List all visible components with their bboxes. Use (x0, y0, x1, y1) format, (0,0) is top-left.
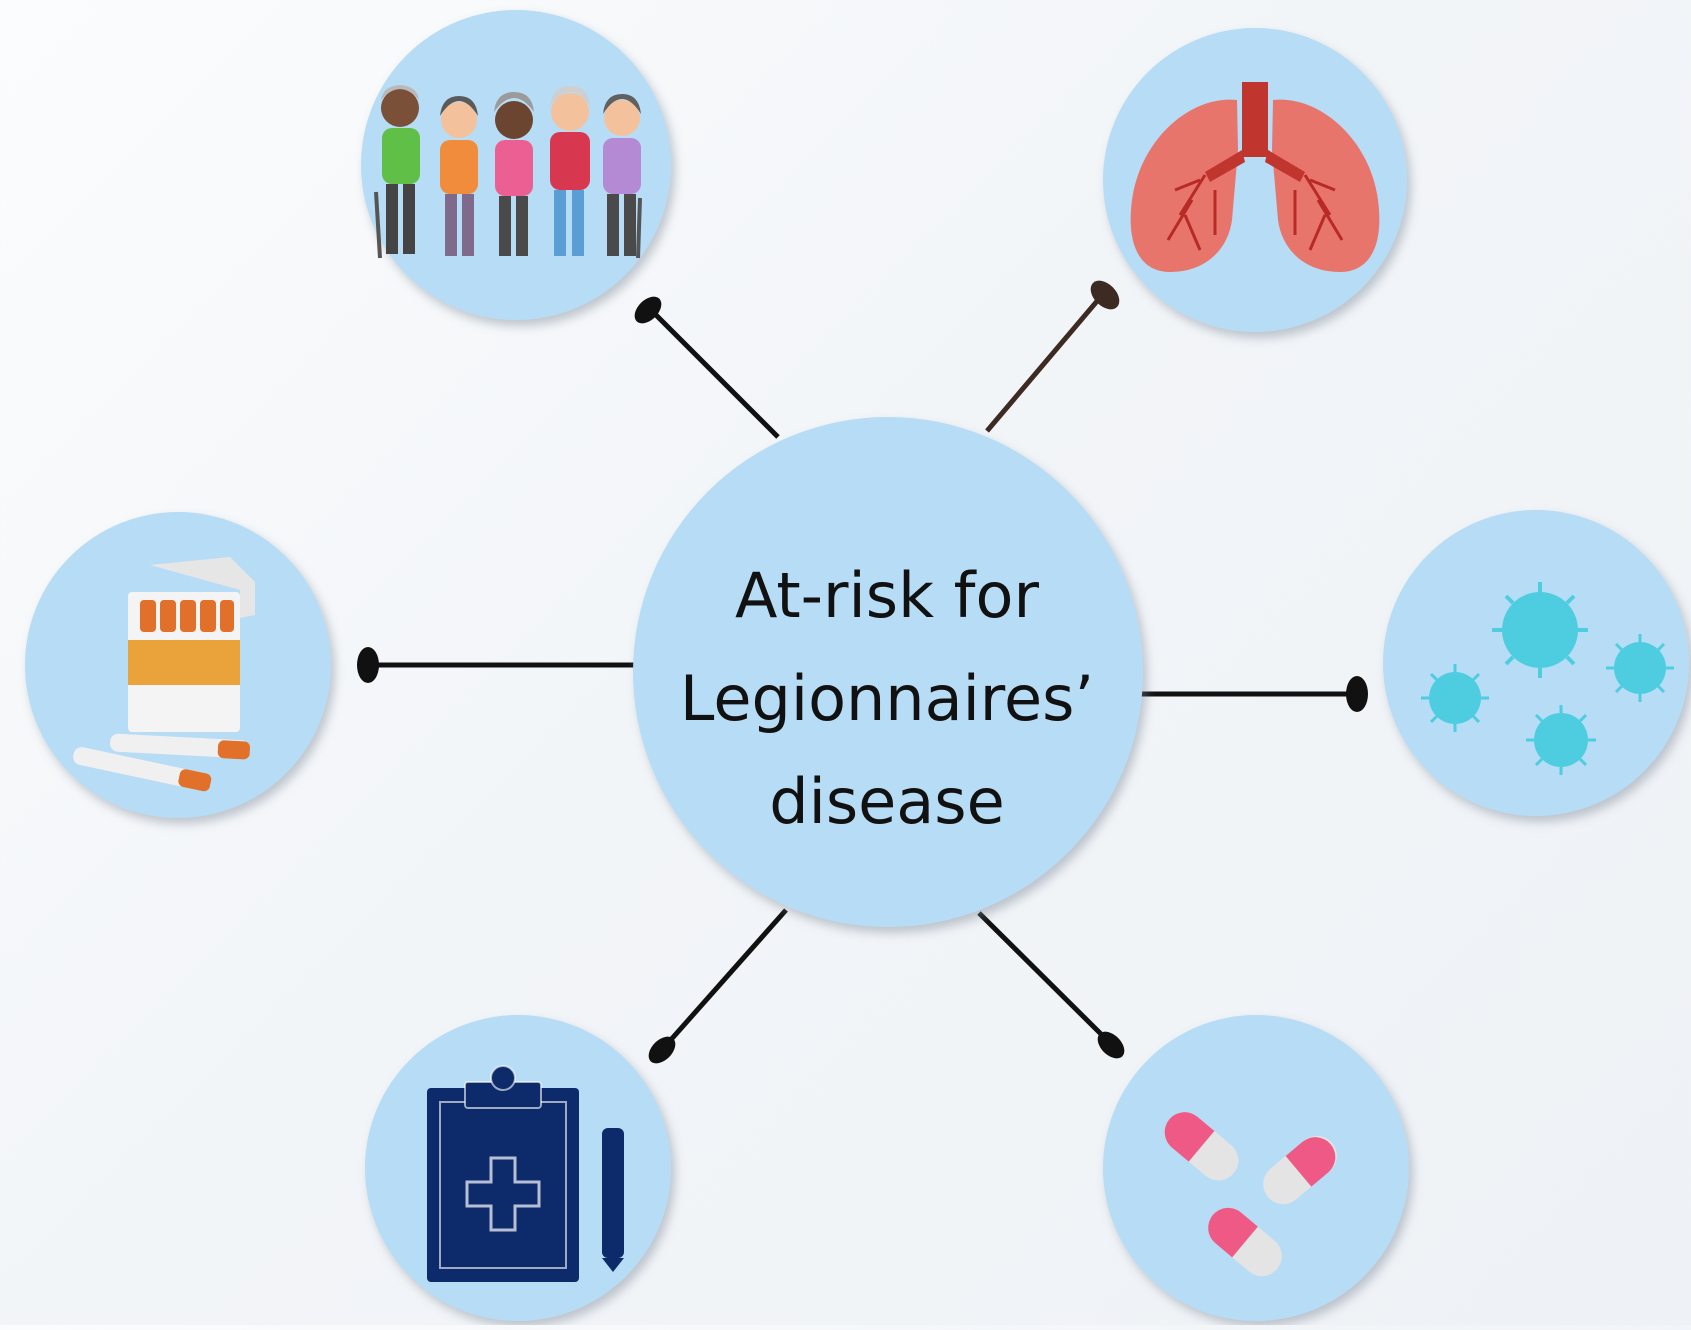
node-medical-condition (365, 1015, 671, 1321)
center-circle (633, 417, 1143, 927)
center-label-line-2: Legionnaires’ (679, 661, 1095, 735)
connector-medication (977, 911, 1125, 1059)
node-lung-disease (1103, 28, 1407, 332)
node-smoking (25, 512, 331, 818)
connector-older-adults (634, 296, 780, 439)
node-infection (1383, 510, 1689, 816)
elderly-group-icon (374, 85, 642, 259)
node-older-adults (361, 10, 671, 320)
connector-smoking (357, 647, 634, 683)
lungs-icon (1130, 82, 1380, 272)
virus-icon (1421, 582, 1674, 775)
center-label: At-risk for Legionnaires’ disease (632, 548, 1142, 848)
clipboard-medical-icon (427, 1065, 624, 1282)
center-label-line-1: At-risk for (735, 558, 1039, 632)
connectors (357, 280, 1368, 1064)
connector-infection (1138, 676, 1368, 712)
cigarettes-icon (73, 557, 255, 792)
pills-icon (1164, 1112, 1337, 1277)
connector-lung-disease (985, 280, 1120, 433)
center-label-line-3: disease (769, 764, 1005, 838)
node-medication (1103, 1015, 1409, 1321)
connector-medical-condition (648, 908, 788, 1064)
